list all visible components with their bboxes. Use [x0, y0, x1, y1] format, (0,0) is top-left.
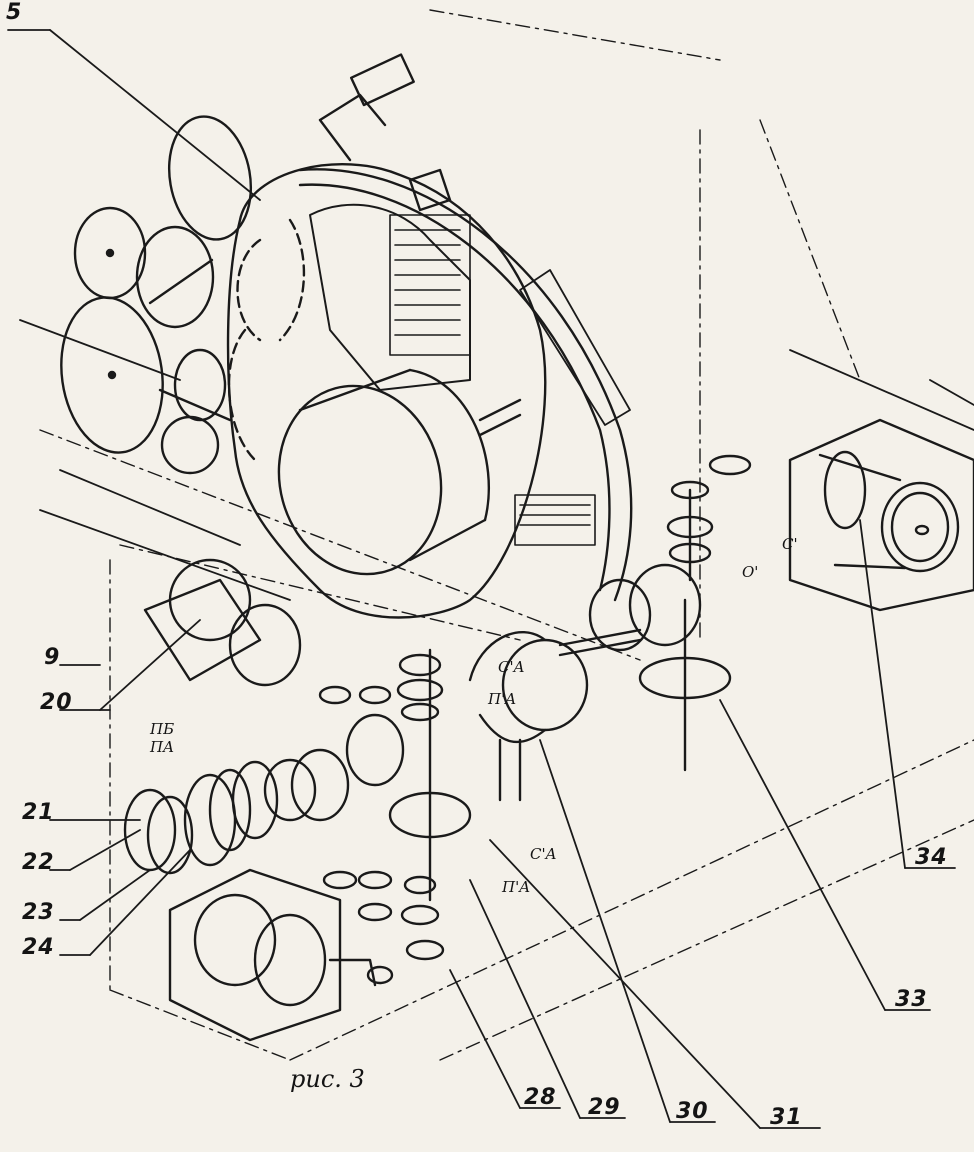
- figure-caption: рис. 3: [290, 1065, 365, 1093]
- part-label-28: 28: [524, 1085, 557, 1110]
- frame-lines: [19, 319, 974, 601]
- left-gear-cluster: [123, 558, 317, 875]
- part-label-24: 24: [22, 935, 55, 960]
- main-cylinder: [277, 368, 522, 576]
- part-label-9: 9: [44, 645, 61, 670]
- central-cylinder: [468, 630, 589, 802]
- leader-lines: [7, 29, 956, 1129]
- symbol-cA-lower: C'A: [530, 845, 557, 863]
- part-label-22: 22: [22, 850, 55, 875]
- symbol-pA-left: ПA: [150, 738, 174, 756]
- right-motor-box: [788, 418, 974, 612]
- part-label-23: 23: [22, 900, 55, 925]
- part-label-21: 21: [22, 800, 55, 825]
- right-shaft-assembly: [558, 454, 752, 772]
- curved-rail: [298, 53, 633, 602]
- main-housing: [226, 163, 547, 619]
- symbol-c-right: C': [782, 535, 798, 553]
- part-label-29: 29: [588, 1095, 621, 1120]
- symbol-pA-upper: П'A: [488, 690, 517, 708]
- symbol-cA-upper: C'A: [498, 658, 525, 676]
- construction-lines: [39, 9, 974, 1061]
- part-label-34: 34: [915, 845, 948, 870]
- part-label-33: 33: [895, 987, 928, 1012]
- part-label-5: 5: [6, 0, 23, 25]
- middle-gear-train: [290, 648, 472, 985]
- part-label-20: 20: [40, 690, 73, 715]
- symbol-o-right: O': [742, 563, 759, 581]
- symbol-pA-lower: П'A: [502, 878, 531, 896]
- lower-left-motor: [168, 868, 377, 1042]
- part-label-30: 30: [676, 1099, 709, 1124]
- symbol-pB: ПБ: [150, 720, 175, 738]
- left-gear-discs: [60, 115, 253, 475]
- part-label-31: 31: [770, 1105, 803, 1130]
- hatched-block: [389, 214, 596, 546]
